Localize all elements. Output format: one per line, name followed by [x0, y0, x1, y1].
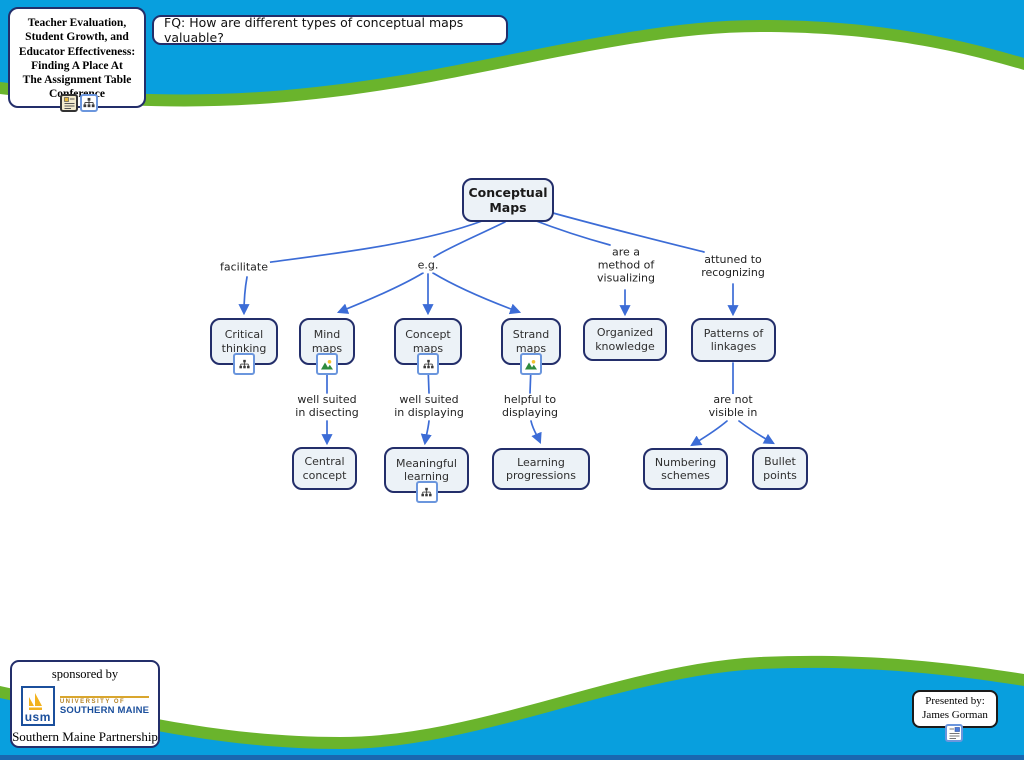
- sponsored-by-label: sponsored by: [51, 667, 119, 681]
- title-resource-icons: [60, 94, 98, 112]
- node-meaningful-learning[interactable]: Meaningful learning: [384, 447, 469, 503]
- cmap-resource-icon[interactable]: [233, 353, 255, 375]
- presenter-box: Presented by: James Gorman: [912, 690, 998, 728]
- bottom-border-strip: [0, 755, 1024, 760]
- node-label: Meaningful learning: [396, 456, 457, 483]
- node-organized-knowledge[interactable]: Organized knowledge: [583, 318, 667, 361]
- conference-title-box: Teacher Evaluation, Student Growth, and …: [8, 7, 146, 108]
- sponsor-box: sponsored by usm UNIVERSITY OF SOUTHERN …: [10, 660, 160, 748]
- node-label: Strand maps: [512, 328, 550, 355]
- focus-question-box: FQ: How are different types of conceptua…: [152, 15, 508, 45]
- cmap-resource-icon[interactable]: [417, 353, 439, 375]
- usm-acronym: usm: [24, 710, 51, 724]
- bottom-wave-blue: [0, 667, 1024, 760]
- document-resource-icon[interactable]: [945, 724, 963, 742]
- link-method-of-visualizing[interactable]: are a method of visualizing: [595, 245, 657, 286]
- node-learning-progressions[interactable]: Learning progressions: [492, 448, 590, 490]
- southern-maine-label: SOUTHERN MAINE: [59, 705, 150, 716]
- usm-sail-icon: [28, 693, 42, 710]
- link-well-suited-displaying[interactable]: well suited in displaying: [392, 393, 466, 420]
- university-of-label: UNIVERSITY OF: [59, 696, 150, 705]
- node-label: Mind maps: [311, 328, 343, 355]
- text-resource-icon[interactable]: [60, 94, 78, 112]
- node-patterns-of-linkages[interactable]: Patterns of linkages: [691, 318, 776, 362]
- node-label: Critical thinking: [221, 328, 267, 355]
- node-conceptual-maps[interactable]: Conceptual Maps: [462, 178, 554, 222]
- node-mind-maps[interactable]: Mind maps: [299, 318, 355, 375]
- image-resource-icon[interactable]: [316, 353, 338, 375]
- node-label: Concept maps: [405, 328, 451, 355]
- node-concept-maps[interactable]: Concept maps: [394, 318, 462, 375]
- usm-logo: usm UNIVERSITY OF SOUTHERN MAINE: [12, 685, 158, 727]
- cmap-resource-icon[interactable]: [415, 481, 438, 503]
- node-central-concept[interactable]: Central concept: [292, 447, 357, 490]
- node-bullet-points[interactable]: Bullet points: [752, 447, 808, 490]
- usm-logo-mark: usm: [20, 686, 55, 726]
- image-resource-icon[interactable]: [520, 353, 542, 375]
- link-are-not-visible-in[interactable]: are not visible in: [706, 393, 760, 420]
- node-critical-thinking[interactable]: Critical thinking: [210, 318, 278, 375]
- cmap-resource-icon[interactable]: [80, 94, 98, 112]
- node-strand-maps[interactable]: Strand maps: [501, 318, 561, 375]
- link-well-suited-disecting[interactable]: well suited in disecting: [293, 393, 361, 420]
- node-numbering-schemes[interactable]: Numbering schemes: [643, 448, 728, 490]
- link-eg[interactable]: e.g.: [415, 258, 441, 273]
- link-facilitate[interactable]: facilitate: [218, 260, 270, 275]
- sponsor-org-label: Southern Maine Partnership: [12, 729, 158, 744]
- link-helpful-to-displaying[interactable]: helpful to displaying: [499, 393, 561, 420]
- link-attuned-to-recognizing[interactable]: attuned to recognizing: [699, 253, 767, 280]
